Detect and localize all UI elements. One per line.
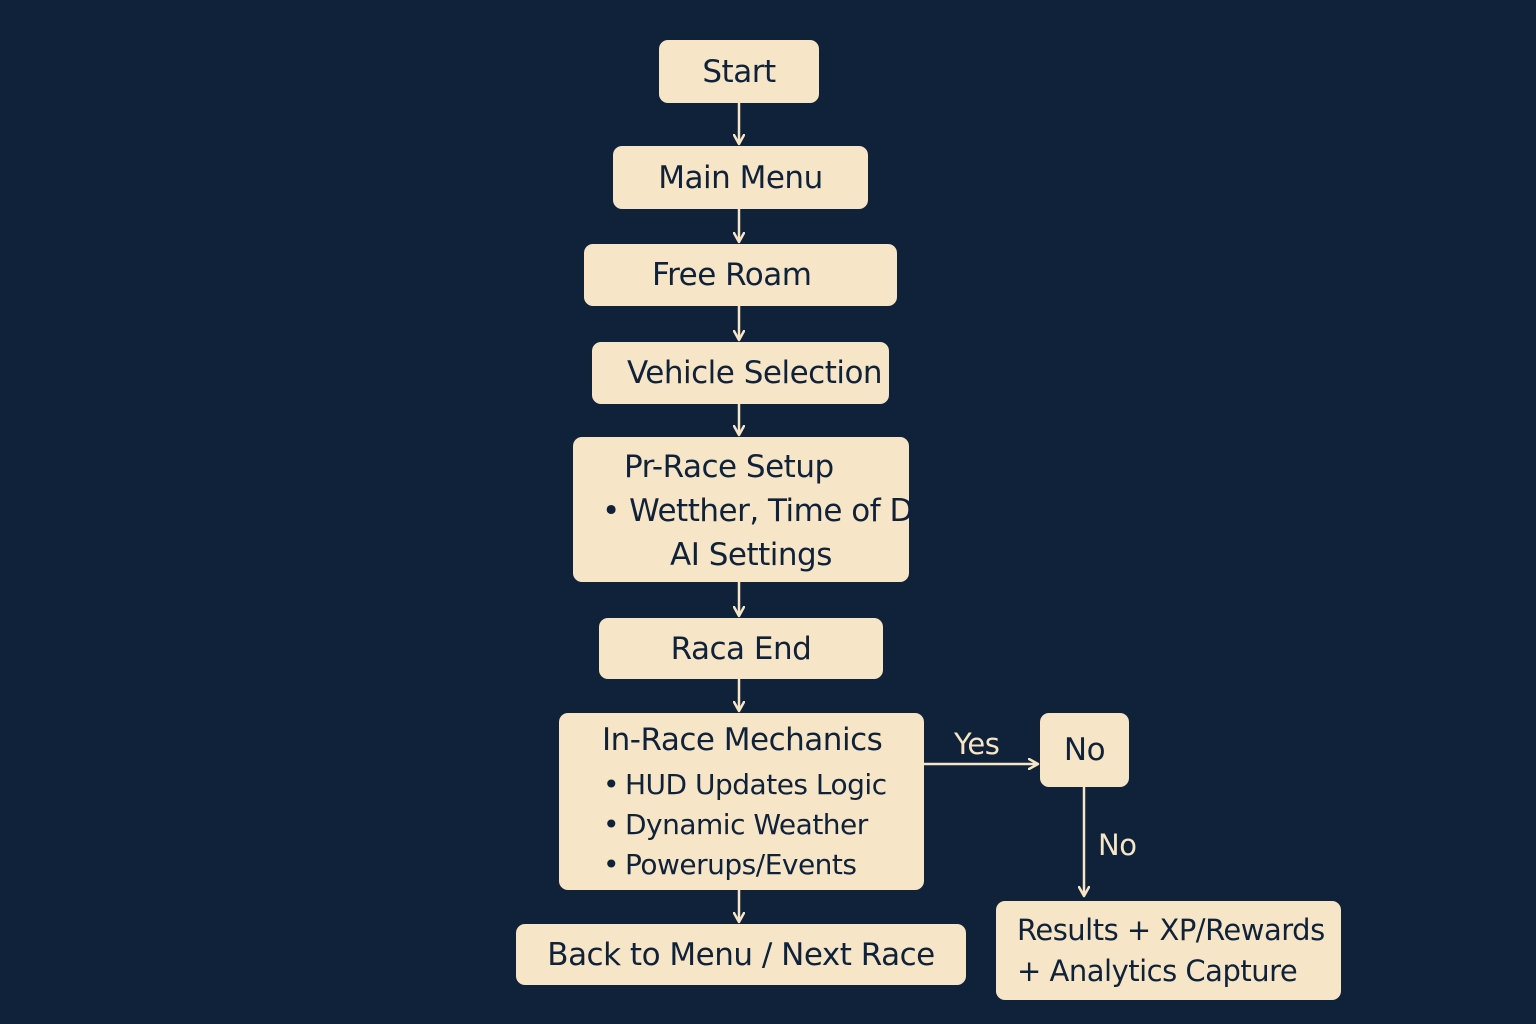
in-race-item-powerups: Powerups/Events <box>603 848 857 881</box>
node-vehicle-selection-label: Vehicle Selection <box>627 355 883 391</box>
node-free-roam-label: Free Roam <box>652 257 812 293</box>
in-race-item-weather: Dynamic Weather <box>603 808 868 841</box>
node-free-roam: Free Roam <box>584 244 897 306</box>
node-race-end: Raca End <box>599 618 883 679</box>
node-no-decision-label: No <box>1063 732 1106 768</box>
node-no-decision: No <box>1040 713 1129 787</box>
node-in-race-mechanics: In-Race Mechanics HUD Updates Logic Dyna… <box>559 713 924 890</box>
pre-race-setup-item-weather: • Wetther, Time of Day <box>602 493 909 529</box>
node-start-label: Start <box>702 53 776 90</box>
node-start: Start <box>659 40 819 103</box>
node-main-menu-label: Main Menu <box>658 159 823 196</box>
pre-race-setup-title: Pr-Race Setup <box>624 449 834 485</box>
results-line-2: + Analytics Capture <box>1017 954 1298 988</box>
node-back-to-menu-label: Back to Menu / Next Race <box>547 936 935 973</box>
edge-label-yes: Yes <box>954 727 1000 761</box>
node-results: Results + XP/Rewards + Analytics Capture <box>996 901 1341 1000</box>
in-race-item-hud: HUD Updates Logic <box>603 768 887 801</box>
node-pre-race-setup: Pr-Race Setup • Wetther, Time of Day AI … <box>573 437 909 582</box>
pre-race-setup-item-ai: AI Settings <box>670 537 832 573</box>
in-race-mechanics-title: In-Race Mechanics <box>602 722 883 758</box>
results-line-1: Results + XP/Rewards <box>1017 913 1325 947</box>
node-vehicle-selection: Vehicle Selection <box>592 342 889 404</box>
edge-label-no: No <box>1098 828 1137 862</box>
node-main-menu: Main Menu <box>613 146 868 209</box>
node-race-end-label: Raca End <box>670 630 812 667</box>
node-back-to-menu: Back to Menu / Next Race <box>516 924 966 985</box>
